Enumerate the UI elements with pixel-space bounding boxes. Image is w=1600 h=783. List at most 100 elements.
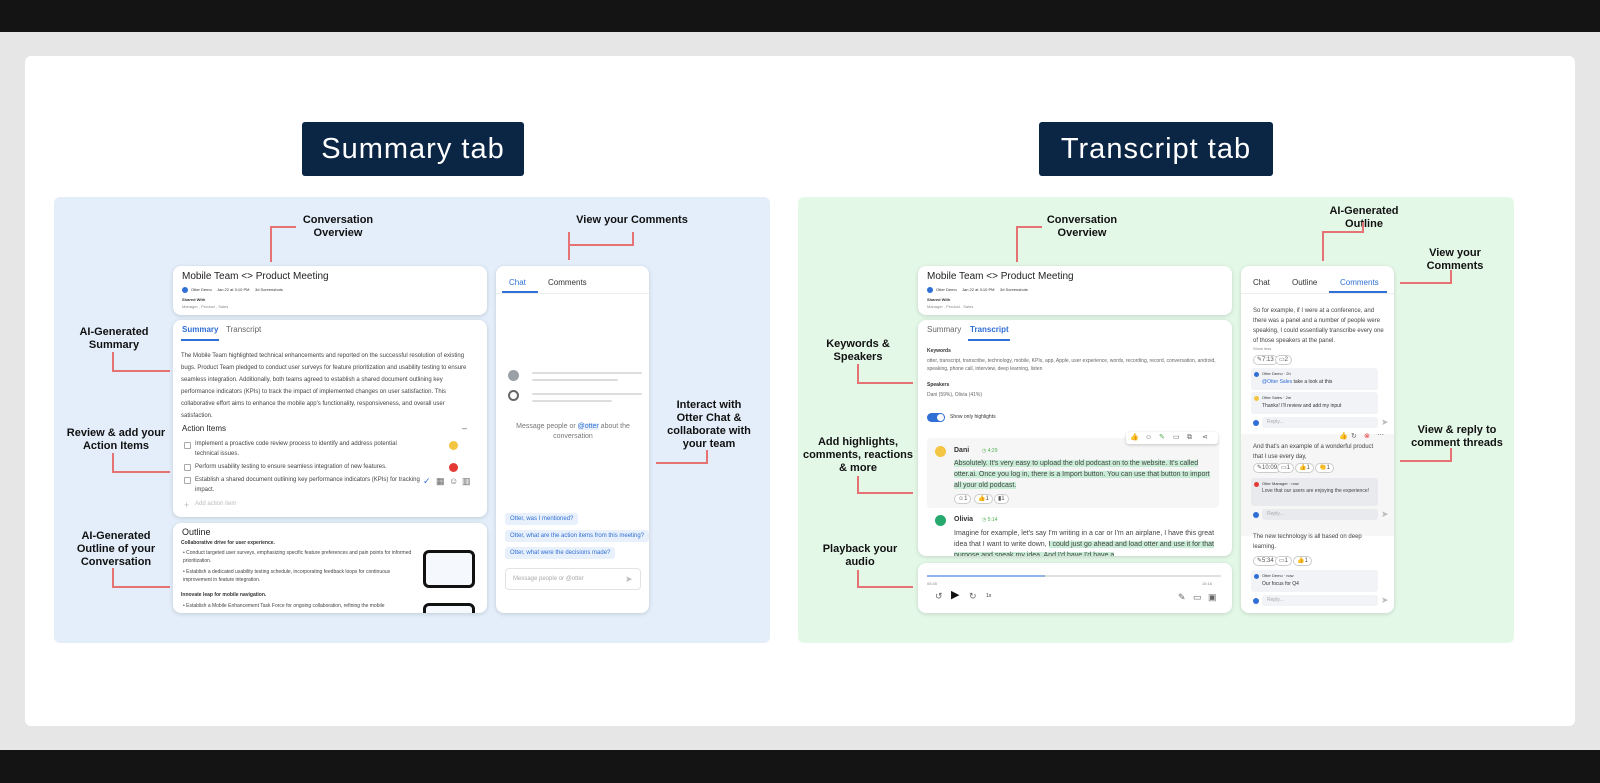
copy-icon[interactable]: ⧉	[1187, 434, 1192, 441]
comment-author: Otter Demo · 2h	[1262, 371, 1291, 376]
connector	[1362, 222, 1364, 233]
user-avatar	[1254, 372, 1259, 377]
forward-icon[interactable]: ↻	[969, 591, 977, 601]
comment-icon[interactable]: ▭	[1193, 592, 1202, 602]
summary-tab-title: Summary tab	[302, 122, 524, 176]
meeting-owner: Otter Demo	[191, 287, 212, 292]
reply-input[interactable]: Reply...	[1262, 417, 1378, 428]
reply-input[interactable]: Reply...	[1262, 509, 1378, 520]
connector	[1016, 226, 1042, 262]
send-icon[interactable]: ➤	[1381, 595, 1389, 605]
tab-transcript[interactable]: Transcript	[970, 325, 1009, 334]
reply-placeholder: Reply...	[1267, 597, 1284, 603]
reaction[interactable]: ☺1	[954, 494, 972, 504]
plus-icon[interactable]: +	[184, 500, 190, 510]
connector	[632, 232, 634, 246]
comment-bubble[interactable]: Otter Manager · now Love that our users …	[1251, 478, 1378, 506]
comment-bubble[interactable]: Otter Sales · 2m Thanks! I'll review and…	[1251, 392, 1378, 414]
action-item: Establish a shared document outlining ke…	[195, 477, 420, 493]
connector	[1322, 231, 1324, 261]
image-icon[interactable]: ▣	[1208, 592, 1217, 602]
outline-card: Outline Collaborative drive for user exp…	[173, 523, 487, 613]
chat-panel: Chat Comments Message people or @otter a…	[496, 266, 649, 613]
transcript-tab-title: Transcript tab	[1039, 122, 1273, 176]
progress-track[interactable]	[927, 575, 1221, 577]
outline-bullet: • Establish a Mobile Enhancement Task Fo…	[183, 603, 385, 609]
owner-avatar	[182, 287, 188, 293]
assignee-avatar[interactable]	[449, 463, 458, 472]
reaction[interactable]: ✎7:13	[1253, 355, 1278, 365]
calendar-icon[interactable]: ▦	[436, 476, 445, 486]
highlights-toggle[interactable]	[927, 413, 945, 422]
shared-with-list[interactable]: Manager , Product , Sales	[927, 304, 974, 309]
connector	[1400, 448, 1452, 462]
more-icon[interactable]: ⋯	[1377, 432, 1384, 439]
tab-summary[interactable]: Summary	[927, 325, 962, 334]
comment-bubble[interactable]: Otter Demo · 2h @Otter Sales take a look…	[1251, 368, 1378, 390]
user-icon[interactable]: ☺	[449, 476, 459, 486]
label-action-items: Review & add your Action Items	[66, 427, 166, 452]
resolve-icon[interactable]: ↻	[1351, 433, 1357, 440]
reaction[interactable]: 👍1	[1295, 463, 1314, 473]
tab-outline[interactable]: Outline	[1292, 278, 1318, 287]
collapse-icon[interactable]: –	[462, 423, 468, 433]
thumbs-up-icon[interactable]: 👍	[1130, 434, 1139, 441]
progress-fill	[927, 575, 1045, 577]
show-less-link[interactable]: Show less	[1253, 346, 1272, 351]
shared-with-list[interactable]: Manager , Product , Sales	[182, 304, 229, 309]
tab-transcript[interactable]: Transcript	[226, 325, 262, 334]
delete-icon[interactable]: ⊗	[1364, 433, 1370, 440]
chat-suggestion[interactable]: Otter, was I mentioned?	[505, 513, 579, 525]
send-icon[interactable]: ➤	[1381, 509, 1389, 519]
comment-bubble[interactable]: Otter Demo · now Our focus for Q4	[1251, 570, 1378, 592]
trash-icon[interactable]: ▥	[462, 476, 471, 486]
reply-placeholder: Reply...	[1267, 419, 1284, 425]
reaction[interactable]: ▭2	[1275, 355, 1293, 365]
reaction[interactable]: ▭1	[1275, 556, 1293, 566]
tab-summary[interactable]: Summary	[182, 325, 219, 334]
segment-time[interactable]: ◷ 4:29	[982, 448, 998, 454]
user-avatar	[1253, 598, 1259, 604]
chat-input[interactable]: Message people or @otter ➤	[505, 568, 641, 590]
reaction[interactable]: 👏1	[1315, 463, 1334, 473]
label-ai-outline: AI-Generated Outline of your Conversatio…	[76, 530, 156, 568]
chat-suggestion[interactable]: Otter, what were the decisions made?	[505, 547, 616, 559]
highlight-icon[interactable]: ✎	[1159, 434, 1165, 441]
meeting-header-card: Mobile Team <> Product Meeting Otter Dem…	[173, 266, 487, 315]
transcript-card: Summary Transcript Keywords otter, trans…	[918, 320, 1232, 556]
tab-chat[interactable]: Chat	[1253, 278, 1270, 287]
assignee-avatar[interactable]	[449, 441, 458, 450]
emoji-icon[interactable]: ☺	[1145, 434, 1153, 441]
share-icon[interactable]: ⋖	[1202, 434, 1208, 441]
action-checkbox[interactable]	[184, 477, 191, 484]
reaction[interactable]: ▭1	[1277, 463, 1295, 473]
tab-comments[interactable]: Comments	[1340, 278, 1379, 287]
comment-icon[interactable]: ▭	[1173, 434, 1180, 441]
action-checkbox[interactable]	[184, 442, 191, 449]
reaction[interactable]: 👍1	[1293, 556, 1312, 566]
tab-chat[interactable]: Chat	[509, 278, 526, 287]
speed-control[interactable]: 1x	[986, 593, 992, 599]
chat-suggestion[interactable]: Otter, what are the action items from th…	[505, 530, 649, 542]
action-checkbox[interactable]	[184, 464, 191, 471]
dani-segment[interactable]: Dani ◷ 4:29 Absolutely. It's very easy t…	[927, 438, 1219, 508]
check-icon[interactable]: ✓	[423, 476, 431, 486]
placeholder-line	[532, 393, 642, 395]
add-action-item[interactable]: Add action item	[195, 501, 237, 507]
keywords-list: otter, transcript, transcribe, technolog…	[927, 358, 1216, 372]
send-icon[interactable]: ➤	[1381, 417, 1389, 427]
thumbs-up-icon[interactable]: 👍	[1339, 433, 1348, 440]
reply-input[interactable]: Reply...	[1262, 595, 1378, 606]
play-icon[interactable]: ▶	[951, 589, 960, 601]
send-icon[interactable]: ➤	[625, 574, 633, 584]
user-avatar	[1254, 482, 1259, 487]
tab-comments[interactable]: Comments	[548, 278, 587, 287]
reaction[interactable]: ✎5:34	[1253, 556, 1278, 566]
reaction[interactable]: ▮1	[994, 494, 1009, 504]
highlight-icon[interactable]: ✎	[1178, 592, 1186, 602]
segment-time[interactable]: ◷ 5:14	[982, 517, 998, 523]
reaction[interactable]: 👍1	[974, 494, 993, 504]
tab-underline	[181, 339, 219, 341]
rewind-icon[interactable]: ↺	[935, 591, 943, 601]
user-avatar	[1254, 396, 1259, 401]
